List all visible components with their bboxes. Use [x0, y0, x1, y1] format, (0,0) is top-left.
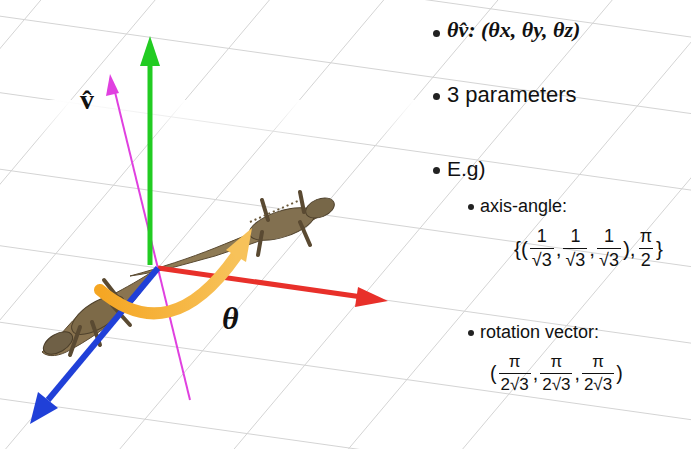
grid-line: [183, 0, 691, 449]
formula-symbol: }: [656, 237, 663, 261]
grid-line: [0, 240, 691, 432]
z-axis-head: [30, 392, 58, 424]
denominator: 2√3: [499, 373, 531, 395]
grid-line: [0, 0, 440, 449]
fraction: π2√3: [540, 353, 572, 394]
bullet-dot: [433, 93, 440, 100]
denominator: 2√3: [582, 373, 614, 395]
grid-line: [0, 35, 691, 227]
axis-angle-formula: {(1√3,1√3,1√3),π2}: [514, 227, 663, 271]
fraction: π2√3: [499, 353, 531, 394]
bullet-text: E.g): [447, 157, 486, 181]
denominator: 2: [639, 248, 653, 271]
sub-bullet-text: axis-angle:: [480, 196, 567, 217]
formula-symbol: ,: [533, 362, 538, 385]
fraction: π2: [638, 227, 654, 271]
formula-symbol: (: [490, 362, 497, 385]
numerator: 1: [535, 227, 549, 248]
grid-line: [80, 0, 691, 449]
formula-symbol: ,: [574, 362, 579, 385]
formula-symbol: {(: [514, 237, 528, 261]
bullet-text: 3 parameters: [447, 82, 577, 108]
formula-symbol: ): [616, 362, 623, 385]
rotation-arrow-head: [226, 228, 252, 262]
grid-line: [0, 0, 644, 449]
axis-label: v̂: [80, 84, 94, 116]
rotation-arrow: [100, 256, 236, 313]
bullet-dot: [468, 330, 474, 336]
grid-line: [0, 0, 691, 22]
bullet-dot: [433, 167, 440, 174]
numerator: 1: [568, 227, 582, 248]
numerator: π: [638, 227, 654, 248]
fraction: 1√3: [530, 227, 554, 271]
denominator: √3: [530, 248, 554, 271]
axis-head: [106, 74, 119, 96]
bullet-text: θv̂: (θx, θy, θz): [447, 17, 580, 43]
denominator: 2√3: [540, 373, 572, 395]
x-axis-head: [355, 287, 388, 307]
formula-symbol: ,: [589, 237, 595, 261]
fraction: π2√3: [582, 353, 614, 394]
bullet-dot: [433, 30, 440, 37]
y-axis: [148, 64, 153, 265]
fraction: 1√3: [563, 227, 587, 271]
x-axis: [158, 268, 362, 297]
grid-line: [0, 0, 338, 449]
denominator: √3: [563, 248, 587, 271]
sub-bullet-text: rotation vector:: [480, 322, 599, 343]
denominator: √3: [597, 248, 621, 271]
formula-symbol: ,: [556, 237, 562, 261]
y-axis-head: [140, 36, 160, 66]
numerator: 1: [602, 227, 616, 248]
fraction: 1√3: [597, 227, 621, 271]
grid-fade: [0, 100, 440, 220]
rotation-vector-formula: (π2√3,π2√3,π2√3): [490, 353, 623, 394]
grid-line: [0, 0, 236, 449]
bullet-dot: [468, 204, 474, 210]
numerator: π: [548, 353, 564, 373]
formula-symbol: ),: [623, 237, 636, 261]
grid-line: [0, 0, 542, 449]
numerator: π: [507, 353, 523, 373]
numerator: π: [590, 353, 606, 373]
angle-label: θ: [222, 300, 239, 337]
